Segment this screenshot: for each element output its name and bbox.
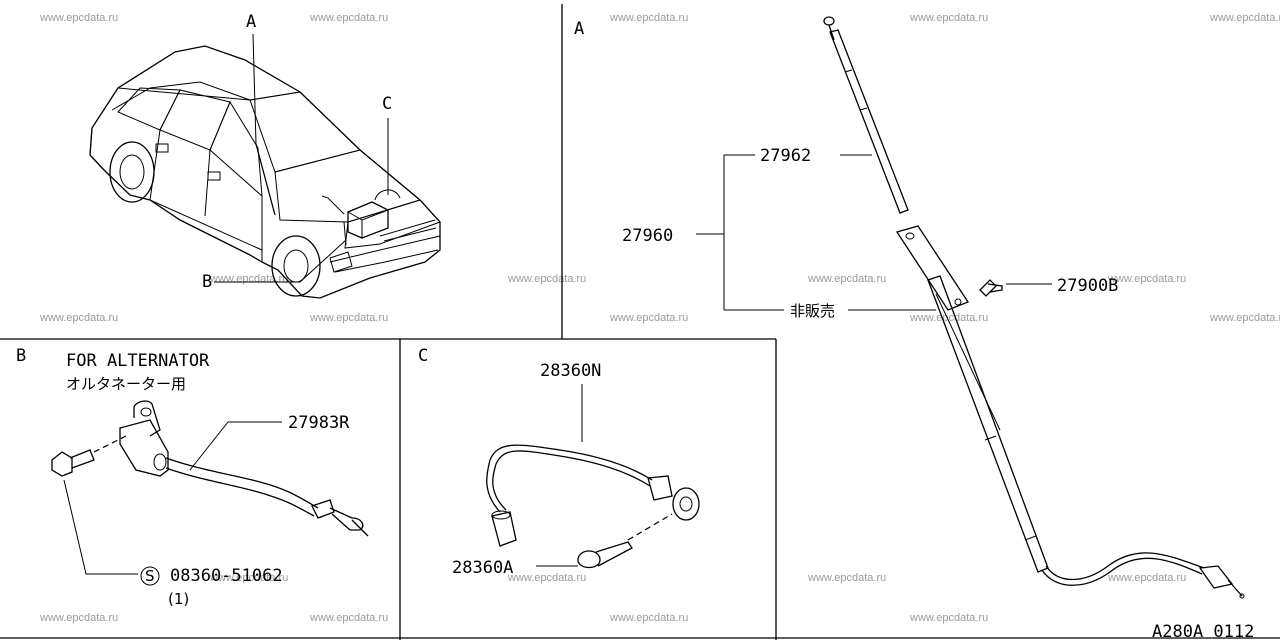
antenna-rod (823, 16, 909, 214)
part-number-27983r: 27983R (288, 413, 350, 433)
note-for-alternator-jp: オルタネーター用 (66, 375, 186, 393)
watermark: www.epcdata.ru (507, 572, 586, 584)
standard-part-symbol: S (145, 567, 155, 585)
watermark: www.epcdata.ru (1209, 12, 1280, 24)
part-number-27962: 27962 (760, 146, 811, 166)
part-number-27960: 27960 (622, 226, 673, 246)
watermark: www.epcdata.ru (609, 612, 688, 624)
ground-strap-28360n (486, 444, 700, 547)
diagram-code: A280A 0112 (1152, 622, 1254, 640)
section-b: B FOR ALTERNATOR オルタネーター用 27983R (16, 346, 369, 608)
not-sold-label: 非販売 (790, 302, 835, 320)
watermark: www.epcdata.ru (507, 273, 586, 285)
part-number-27900b: 27900B (1057, 276, 1118, 296)
watermark: www.epcdata.ru (807, 572, 886, 584)
watermark: www.epcdata.ru (1107, 572, 1186, 584)
antenna-base (895, 225, 1245, 599)
watermark: www.epcdata.ru (609, 12, 688, 24)
watermark: www.epcdata.ru (39, 312, 118, 324)
screw-28360a (577, 513, 673, 569)
watermark: www.epcdata.ru (909, 312, 988, 324)
watermark: www.epcdata.ru (609, 312, 688, 324)
watermark: www.epcdata.ru (39, 12, 118, 24)
watermark: www.epcdata.ru (807, 273, 886, 285)
section-a: A (574, 16, 1245, 599)
part-number-28360n: 28360N (540, 361, 601, 381)
watermark: www.epcdata.ru (1209, 312, 1280, 324)
screw-27900b (979, 279, 1003, 297)
section-c-label: C (418, 346, 428, 366)
watermark: www.epcdata.ru (39, 612, 118, 624)
watermark: www.epcdata.ru (309, 612, 388, 624)
watermark: www.epcdata.ru (909, 12, 988, 24)
watermark: www.epcdata.ru (309, 12, 388, 24)
callout-c: C (382, 94, 392, 114)
bolt-08360-51062 (51, 435, 127, 477)
overview-callouts: A C B (202, 12, 392, 292)
watermarks: www.epcdata.ru www.epcdata.ru www.epcdat… (39, 12, 1280, 624)
section-c: C 28360N 28360A (418, 346, 700, 578)
section-a-label: A (574, 19, 584, 39)
panel-borders (0, 4, 1280, 640)
section-b-label: B (16, 346, 26, 366)
note-for-alternator: FOR ALTERNATOR (66, 351, 210, 371)
watermark: www.epcdata.ru (1107, 273, 1186, 285)
bolt-quantity: (1) (168, 590, 189, 608)
watermark: www.epcdata.ru (909, 612, 988, 624)
watermark: www.epcdata.ru (309, 312, 388, 324)
part-number-08360-51062: 08360-51062 (170, 566, 283, 586)
callout-a: A (246, 12, 256, 32)
capacitor-27983r (119, 400, 369, 537)
watermark: www.epcdata.ru (209, 572, 288, 584)
car-illustration (89, 45, 441, 299)
part-number-28360a: 28360A (452, 558, 513, 578)
callout-b: B (202, 272, 212, 292)
